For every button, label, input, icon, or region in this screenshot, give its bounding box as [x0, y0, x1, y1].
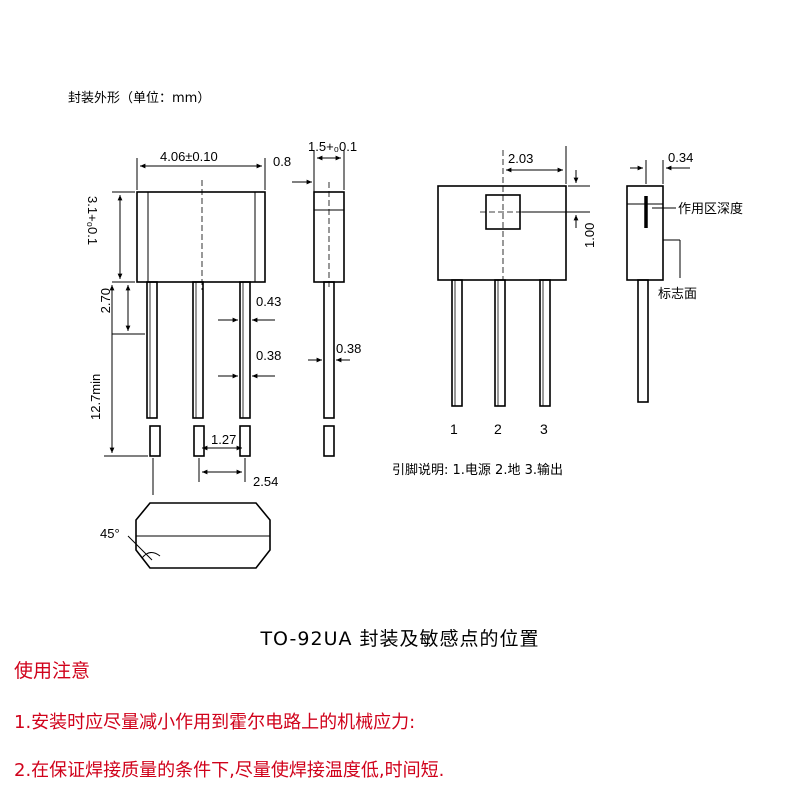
- dim-side-lead: 0.38: [336, 341, 361, 356]
- sensor-side-view: [626, 185, 664, 403]
- note-item-1: 1.安装时应尽量减小作用到霍尔电路上的机械应力:: [14, 712, 416, 733]
- front-view: [136, 180, 266, 457]
- pin-label-3: 3: [540, 421, 548, 437]
- dim-pitch-127: 1.27: [211, 432, 236, 447]
- dim-sensor-y: 1.00: [582, 223, 597, 248]
- dim-lead-038: 0.38: [256, 348, 281, 363]
- notes-title: 使用注意: [14, 660, 91, 682]
- dim-lead-043: 0.43: [256, 294, 281, 309]
- side-dimensions: [292, 150, 350, 363]
- label-mark-face: 标志面: [658, 287, 697, 302]
- front-body: [136, 191, 266, 283]
- dim-lead-min: 12.7min: [88, 374, 103, 420]
- sensor-body: [437, 185, 567, 281]
- note-item-2: 2.在保证焊接质量的条件下,尽量使焊接温度低,时间短.: [14, 760, 445, 781]
- dim-chamfer-angle: 45°: [100, 526, 120, 541]
- side-view: [313, 182, 345, 457]
- drawing-title: 封装外形（单位：mm）: [68, 91, 210, 106]
- pin-label-1: 1: [450, 421, 458, 437]
- dim-body-width: 4.06±0.10: [160, 149, 218, 164]
- dim-side-thickness: 1.5+₀0.1: [308, 139, 357, 154]
- dim-sensor-x: 2.03: [508, 151, 533, 166]
- sensor-dimensions: [506, 146, 590, 228]
- dim-gap-08: 0.8: [273, 154, 291, 169]
- pin-label-2: 2: [494, 421, 502, 437]
- front-leads: [146, 281, 251, 457]
- sensor-side-dimensions: [630, 160, 690, 278]
- pin-description: 引脚说明: 1.电源 2.地 3.输出: [392, 462, 563, 478]
- dim-lead-top: 2.70: [98, 288, 113, 313]
- dim-pitch-254: 2.54: [253, 474, 278, 489]
- bottom-view: [127, 502, 271, 569]
- label-active-depth: 作用区深度: [678, 201, 743, 217]
- sensor-front-view: [437, 150, 584, 407]
- dim-sensor-depth: 0.34: [668, 150, 693, 165]
- front-dimensions: [104, 158, 275, 495]
- figure-caption: TO-92UA 封装及敏感点的位置: [260, 628, 540, 650]
- dim-body-height: 3.1+₀0.1: [85, 196, 100, 245]
